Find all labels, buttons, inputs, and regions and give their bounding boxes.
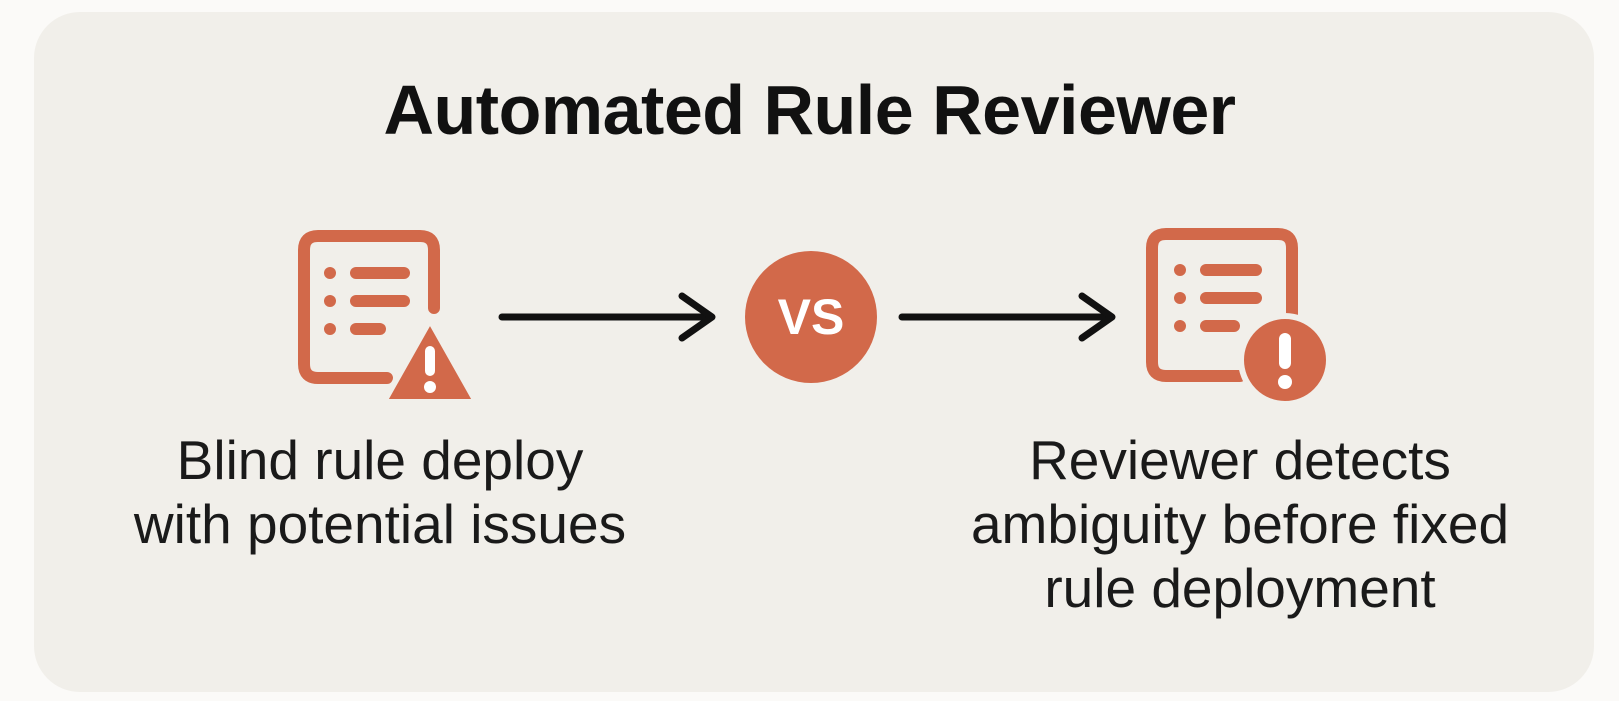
left-caption-line: Blind rule deploy <box>176 429 584 491</box>
vs-badge: VS <box>745 251 877 383</box>
diagram-title: Automated Rule Reviewer <box>383 71 1236 149</box>
left-caption-line: with potential issues <box>133 493 627 555</box>
document-alert-circle-icon <box>1146 228 1332 406</box>
right-caption-line: rule deployment <box>1044 557 1436 619</box>
right-caption-line: ambiguity before fixed <box>970 493 1510 555</box>
arrow-right-icon <box>898 292 1116 342</box>
vs-label: VS <box>778 289 845 345</box>
right-caption-line: Reviewer detects <box>1029 429 1451 491</box>
arrow-right-icon <box>498 292 716 342</box>
left-caption: Blind rule deploy with potential issues <box>80 428 680 556</box>
document-warning-triangle-icon <box>298 230 478 405</box>
right-caption: Reviewer detects ambiguity before fixed … <box>930 428 1550 620</box>
